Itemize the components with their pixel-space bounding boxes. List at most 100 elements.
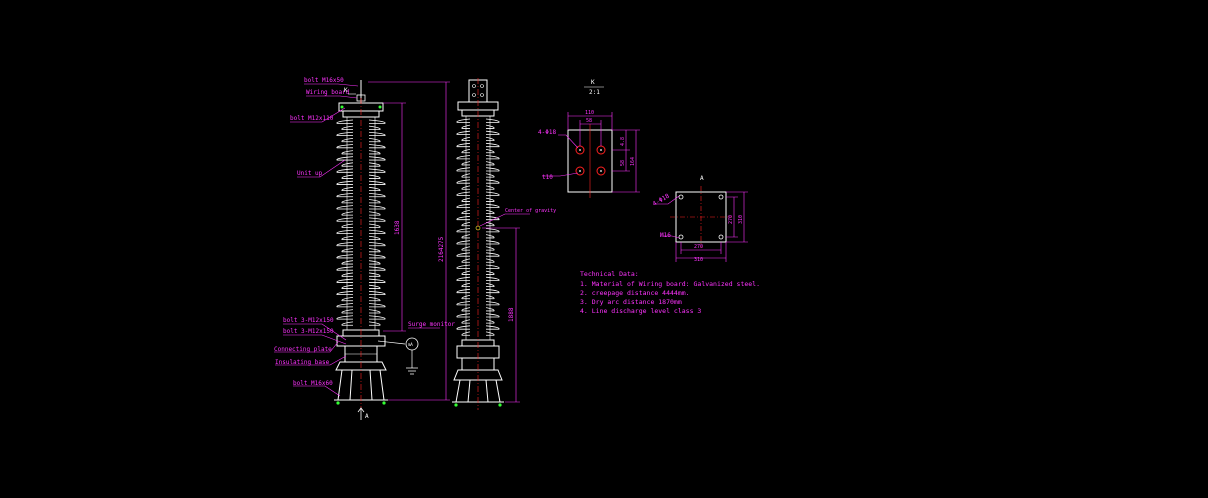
insulator-shed — [341, 297, 381, 302]
dim-unit-height: 1638 — [394, 220, 401, 235]
insulator-shed — [456, 118, 500, 123]
insulator-shed — [341, 235, 381, 240]
insulator-shed — [456, 313, 500, 318]
label-a-hole: 4-Φ18 — [652, 192, 671, 207]
label-insulating-base: Insulating base — [275, 359, 330, 366]
insulator-shed — [341, 211, 381, 216]
label-k-thickness: t10 — [542, 174, 553, 181]
insulator-shed — [456, 215, 500, 221]
insulator-shed — [461, 173, 495, 178]
dim-k-total-height: 164 — [630, 157, 636, 166]
front-sheds — [336, 119, 386, 326]
insulator-shed — [461, 282, 495, 287]
insulator-shed — [341, 260, 381, 265]
plate-hole-bl — [575, 166, 585, 176]
insulator-shed — [456, 155, 500, 160]
insulator-shed — [456, 130, 500, 135]
technical-data-item-2: 2. creepage distance 4444mm. — [580, 289, 690, 297]
insulator-shed — [461, 270, 495, 275]
detail-k-scale: 2:1 — [589, 89, 600, 96]
insulator-shed — [336, 315, 386, 320]
insulator-shed — [341, 248, 381, 253]
plate-hole-centers — [579, 149, 602, 172]
cog-leader — [479, 213, 530, 227]
insulator-shed — [461, 258, 495, 263]
insulator-shed — [336, 290, 386, 296]
insulator-shed — [336, 266, 386, 271]
label-bolt-3b: bolt 3-M12x150 — [283, 328, 334, 335]
dim-k-outer-width: 110 — [585, 110, 594, 116]
detail-a: A 270 310 270 310 4-Φ18 M16 — [652, 175, 748, 263]
detail-k-title: K — [591, 79, 595, 86]
insulator-shed — [456, 240, 500, 245]
side-pedestal — [453, 369, 503, 381]
label-unit-up: Unit up — [297, 170, 323, 177]
insulator-shed — [461, 331, 495, 336]
technical-data-item-1: 1. Material of Wiring board: Galvanized … — [580, 280, 760, 288]
insulator-shed — [461, 124, 495, 129]
insulator-shed — [461, 307, 495, 312]
insulator-shed — [461, 136, 495, 141]
technical-data: Technical Data: 1. Material of Wiring bo… — [580, 270, 760, 315]
side-view: Center of gravity 1888 — [452, 78, 556, 410]
technical-data-item-4: 4. Line discharge level class 3 — [580, 307, 701, 315]
insulator-shed — [461, 234, 495, 239]
insulator-shed — [336, 119, 386, 124]
technical-data-heading: Technical Data: — [580, 270, 639, 278]
label-bolt-top: bolt M16x50 — [304, 77, 344, 84]
insulator-shed — [461, 319, 495, 324]
base-legs — [337, 369, 385, 401]
insulator-shed — [336, 217, 386, 222]
base-plate-outline — [675, 191, 727, 243]
side-hole-3 — [472, 93, 476, 97]
insulator-shed — [341, 174, 381, 179]
insulator-shed — [456, 203, 500, 208]
top-bolt-left — [340, 105, 344, 109]
label-bolt-3a: bolt 3-M12x150 — [283, 317, 334, 324]
insulator-shed — [336, 205, 386, 210]
dim-k-hole-spacing: 58 — [620, 160, 626, 166]
insulator-shed — [461, 295, 495, 300]
dim-k-inner-width: 58 — [586, 118, 592, 124]
side-foot-left — [454, 403, 458, 407]
dim-k-hole-top: 4.8 — [620, 137, 626, 146]
label-wiring-board: Wiring board — [306, 89, 350, 96]
side-foot-right — [498, 403, 502, 407]
section-arrow-head — [357, 407, 365, 413]
insulator-shed — [456, 191, 500, 196]
insulator-shed — [336, 278, 386, 283]
dim-a-inner: 270 — [694, 244, 703, 250]
ground-icon — [406, 367, 418, 375]
insulator-shed — [336, 229, 386, 234]
side-hole-4 — [480, 93, 484, 97]
insulator-shed — [456, 264, 500, 269]
side-dim-line — [482, 227, 520, 403]
insulator-shed — [456, 325, 500, 330]
dim-a-outer: 310 — [694, 257, 703, 263]
center-of-gravity-icon — [475, 225, 481, 231]
insulator-shed — [341, 284, 381, 289]
insulator-shed — [456, 142, 500, 148]
insulator-shed — [336, 180, 386, 185]
insulator-shed — [341, 223, 381, 228]
label-surge-monitor: Surge monitor — [408, 321, 455, 328]
insulator-shed — [336, 254, 386, 259]
dim-total-height: 2164275 — [438, 236, 445, 262]
insulator-shed — [336, 193, 386, 198]
insulator-shed — [341, 137, 381, 143]
insulator-shed — [336, 156, 386, 161]
insulator-shed — [456, 252, 500, 257]
label-connecting-plate: Connecting plate — [274, 346, 332, 353]
insulator-shed — [336, 241, 386, 247]
detail-a-title: A — [700, 175, 704, 182]
dim-lower-height: 1888 — [508, 307, 515, 322]
top-bolt-right — [378, 105, 382, 109]
insulator-shed — [341, 309, 381, 314]
plate-hole-br — [596, 166, 606, 176]
insulator-shed — [456, 288, 500, 294]
section-mark-a: A — [365, 413, 369, 420]
insulator-shed — [461, 246, 495, 251]
front-dimension-lines — [368, 81, 450, 401]
insulator-shed — [341, 125, 381, 130]
